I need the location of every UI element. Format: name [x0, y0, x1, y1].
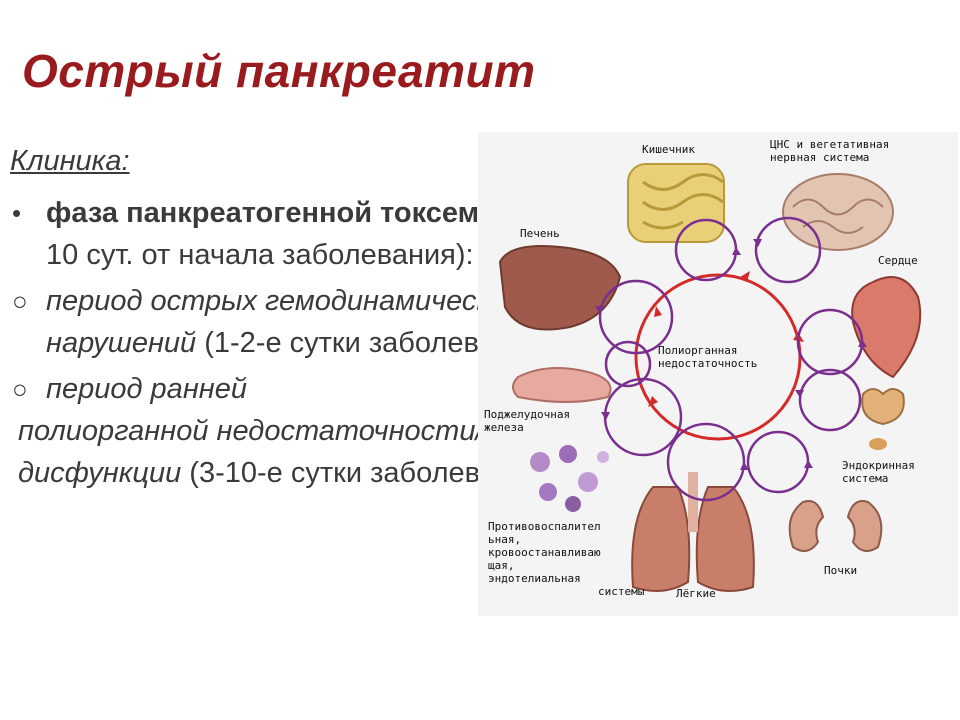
label-lungs: Лёгкие [676, 587, 716, 600]
label-intestine: Кишечник [642, 143, 695, 156]
intestine-image [627, 163, 725, 243]
period-1-title: период острых гемодинамических нарушений [46, 285, 521, 359]
label-liver: Печень [520, 227, 560, 240]
bullet-dot-icon: • [12, 198, 22, 228]
phase-detail: (7-10 сут. от начала заболевания): [46, 197, 558, 271]
period-2-title-cont: полиорганной недостаточности/дисфункции [18, 415, 484, 489]
phase-title: фаза панкреатогенной токсемии [46, 197, 515, 229]
kidneys-image [788, 500, 883, 552]
slide-title: Острый панкреатит [22, 45, 536, 97]
list-item-period-2: ○ период ранней [10, 368, 570, 410]
period-2-title: период ранней [46, 373, 247, 405]
blood-cells-image [530, 445, 609, 512]
heart-image [851, 276, 922, 379]
bullet-circle-icon: ○ [12, 286, 28, 316]
brain-image [782, 173, 894, 251]
pancreas-image [512, 367, 612, 403]
thyroid-image [861, 388, 905, 450]
central-ring [634, 273, 802, 441]
loop-arrows [595, 239, 867, 470]
lungs-image [631, 472, 755, 592]
label-kidneys: Почки [824, 564, 858, 577]
liver-image [498, 245, 622, 331]
ring-arrow-icon [654, 306, 662, 317]
bullet-circle-icon: ○ [12, 374, 28, 404]
ring-arrow-icon [740, 271, 750, 282]
ring-arrow-icon [648, 396, 658, 407]
label-heart: Сердце [878, 254, 918, 267]
diagram-graphics [498, 163, 922, 592]
list-item-phase: • фаза панкреатогенной токсемии (7-10 су… [10, 192, 570, 276]
section-subtitle: Клиника: [10, 145, 130, 177]
